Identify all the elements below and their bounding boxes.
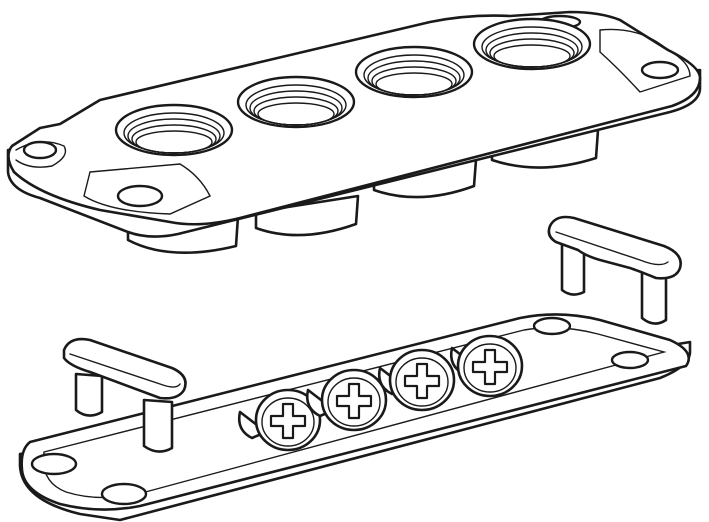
threaded-port-3 — [354, 45, 474, 99]
housing-mount-hole-front — [116, 184, 164, 208]
plate-mount-hole-3 — [532, 316, 572, 336]
threaded-port-2 — [236, 75, 356, 129]
clamp-pin-left-a — [74, 372, 104, 417]
screw-1 — [237, 388, 322, 452]
plate-mount-hole-1 — [30, 452, 78, 476]
threaded-port-4 — [472, 17, 592, 71]
housing-mount-hole-left — [22, 140, 58, 160]
screw-2 — [305, 368, 388, 432]
mounting-screws — [237, 334, 524, 452]
clamp-pin-right-a — [560, 242, 586, 296]
clamp-pin-right-b — [640, 266, 668, 325]
screw-4 — [449, 334, 524, 398]
screw-3 — [377, 348, 456, 412]
plate-mount-hole-4 — [610, 350, 650, 370]
clamp-pin-left-b — [142, 398, 174, 453]
threaded-port-housing — [6, 10, 702, 254]
clamp-bracket-right — [547, 215, 682, 325]
plate-mount-hole-2 — [100, 482, 148, 506]
housing-top — [7, 10, 702, 226]
clamp-bracket-left — [62, 337, 187, 453]
threaded-port-1 — [114, 103, 234, 157]
housing-mount-hole-right — [640, 60, 680, 80]
